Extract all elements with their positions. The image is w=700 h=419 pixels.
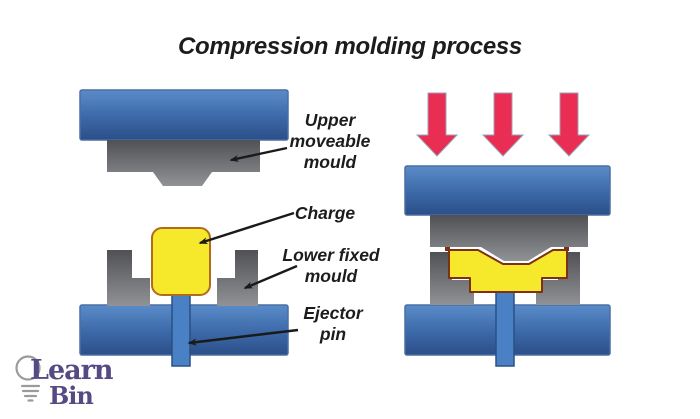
label-lower-fixed-mould: Lower fixed mould: [282, 245, 380, 286]
lightbulb-icon: [15, 355, 41, 402]
label-upper-moveable-mould: Upper moveable mould: [289, 110, 371, 172]
label-charge: Charge: [294, 203, 356, 223]
press-arrow-icon: [415, 92, 459, 157]
brand-logo: [15, 355, 41, 402]
press-force-arrows: [415, 92, 591, 157]
pointer-arrows: [187, 146, 299, 346]
left-upper-moveable-mould: [107, 140, 260, 186]
right-assembly-closed-mold: [404, 92, 611, 367]
charge-block: [151, 227, 211, 296]
parting-gap-left: [429, 247, 446, 251]
left-lower-fixed-mould-right: [217, 250, 258, 306]
flash-line-right: [564, 247, 569, 251]
logo-text-bin: Bin: [49, 381, 94, 410]
pointer-ejector-pin: [187, 328, 299, 346]
flash-line-left: [445, 247, 450, 251]
press-arrow-icon: [481, 92, 525, 157]
pointer-charge: [198, 211, 295, 245]
page-title: Compression molding process: [178, 33, 522, 60]
left-upper-plate: [79, 89, 289, 141]
press-arrow-icon: [547, 92, 591, 157]
pressed-charge-part: [448, 249, 568, 293]
right-ejector-pin: [495, 291, 515, 367]
logo-text-learn: Learn: [30, 355, 114, 386]
parting-gap-right: [569, 247, 589, 251]
pointer-upper-mould: [229, 146, 288, 162]
left-lower-fixed-mould-left: [107, 250, 150, 306]
right-upper-plate: [404, 165, 611, 216]
right-upper-moveable-mould: [430, 215, 588, 261]
left-ejector-pin: [171, 292, 191, 367]
label-ejector-pin: Ejector pin: [303, 303, 363, 344]
pointer-lower-mould: [243, 264, 298, 290]
left-assembly-open-mold: [79, 89, 289, 367]
